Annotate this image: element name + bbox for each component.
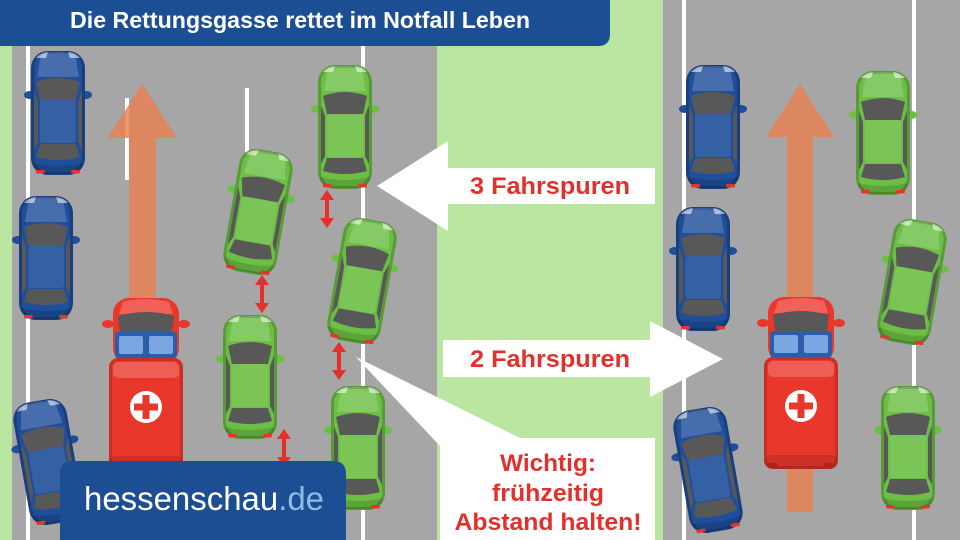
car-green (872, 384, 944, 512)
logo-name: hessenschau (84, 480, 278, 517)
ambulance (100, 296, 192, 472)
callout-line-2: frühzeitig (492, 480, 604, 507)
logo-wordmark: hessenschau.de (84, 480, 324, 517)
header-title: Die Rettungsgasse rettet im Notfall Lebe… (70, 7, 530, 33)
callout-line-3: Abstand halten! (455, 509, 642, 536)
car-blue (22, 49, 94, 177)
car-blue (667, 205, 739, 333)
arrow-sign-three-lanes (377, 141, 655, 231)
callout-line-1: Wichtig: (500, 450, 596, 477)
verge-left (0, 0, 12, 540)
hessenschau-logo: hessenschau.de (60, 461, 346, 540)
header-banner: Die Rettungsgasse rettet im Notfall Lebe… (0, 0, 610, 46)
logo-tld: .de (278, 480, 324, 517)
warning-callout: Wichtig: frühzeitig Abstand halten! (356, 357, 655, 540)
ambulance (755, 295, 847, 471)
car-green (309, 63, 381, 191)
label-three-lanes: 3 Fahrspuren (377, 141, 655, 231)
label-two-lanes: 2 Fahrspuren (443, 321, 723, 397)
car-blue (677, 63, 749, 191)
car-green (214, 313, 286, 441)
label-two-lanes-text: 2 Fahrspuren (470, 346, 630, 373)
header-banner-background (0, 0, 610, 46)
label-three-lanes-text: 3 Fahrspuren (470, 173, 630, 200)
logo-background (60, 461, 346, 540)
car-blue (10, 194, 82, 322)
arrow-sign-two-lanes (443, 321, 723, 397)
car-green (847, 69, 919, 197)
lane-dash-left-2 (245, 88, 249, 152)
lane-dash-left-1 (125, 98, 129, 180)
rescue-lane-arrow-left (108, 84, 177, 315)
callout-bubble (356, 357, 655, 540)
